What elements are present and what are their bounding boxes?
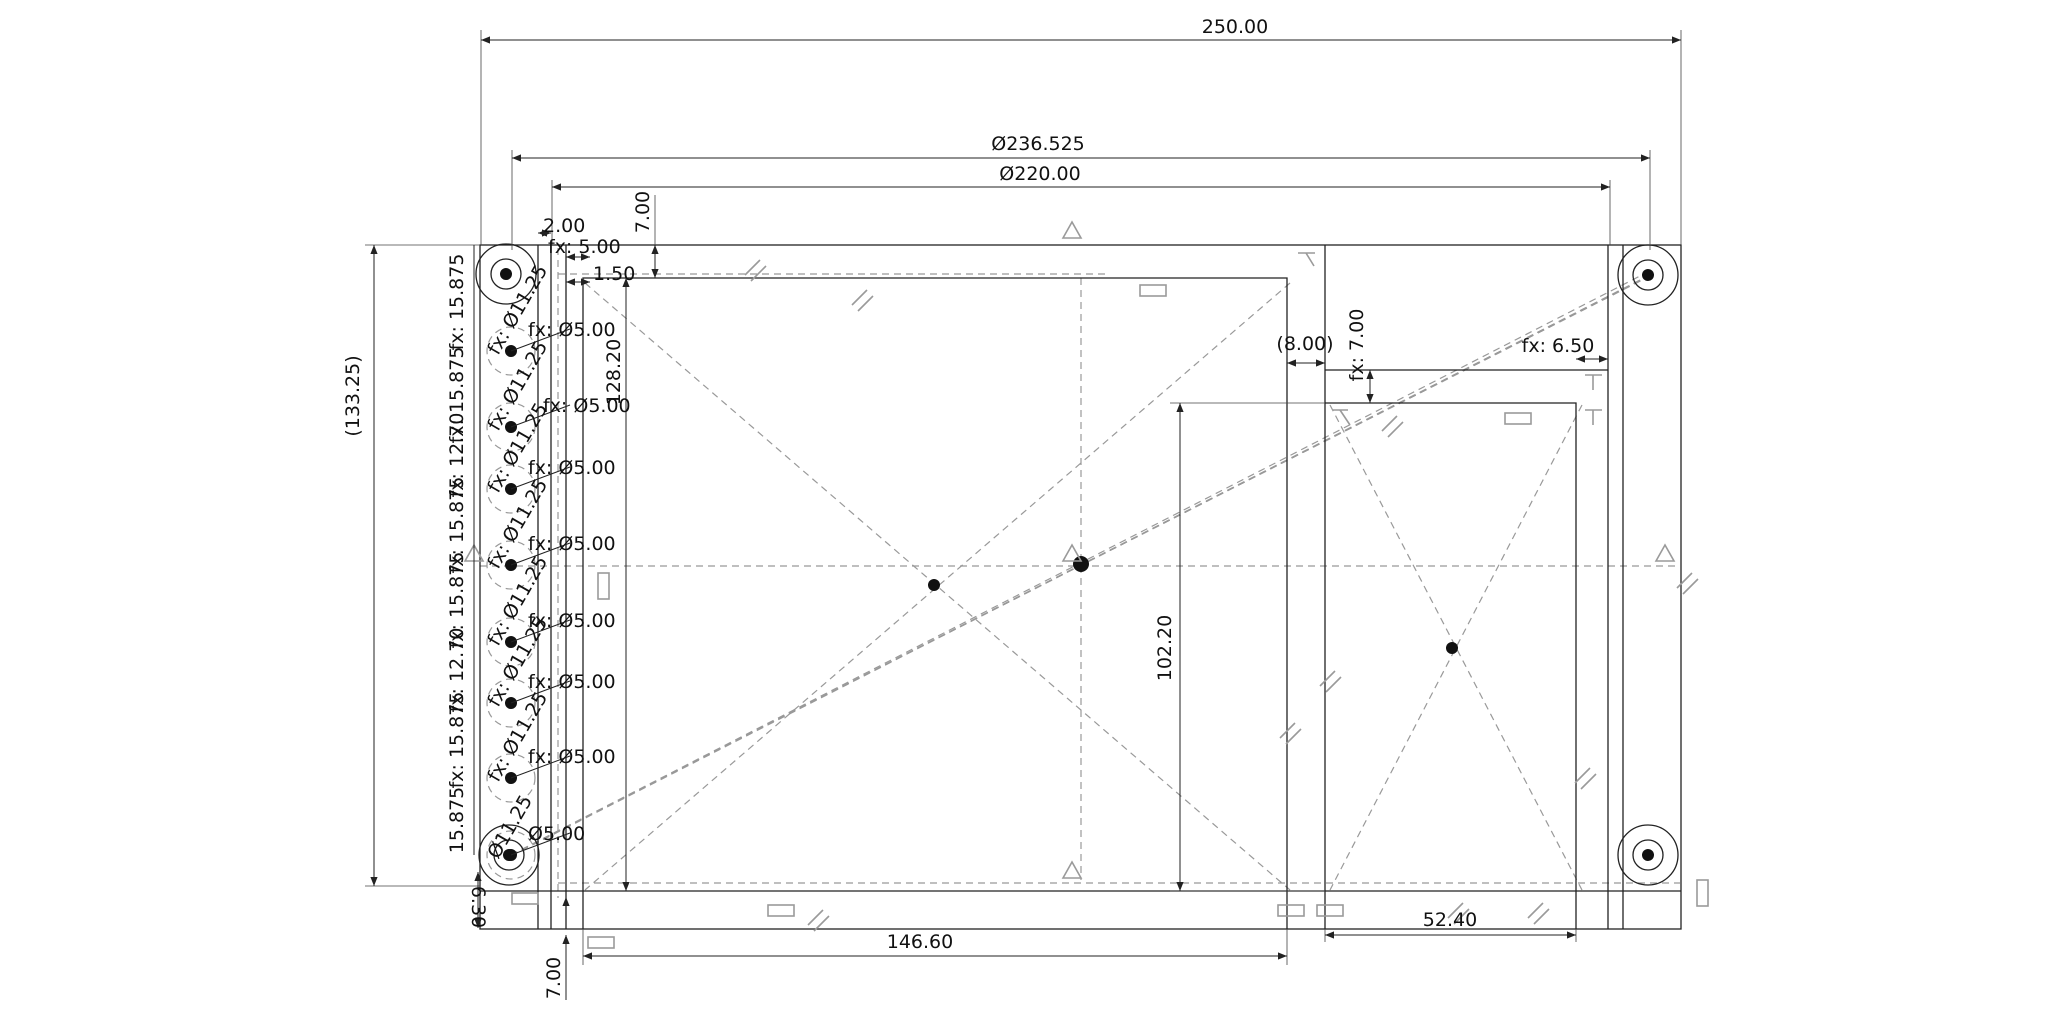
dim-overall-width-label[interactable]: 250.00: [1202, 16, 1268, 38]
pin-diameter-label[interactable]: fx: Ø5.00: [528, 457, 616, 479]
parallel-icon[interactable]: [1381, 415, 1404, 438]
top-left-mount-outer[interactable]: [475, 243, 537, 305]
switch-hole-outline[interactable]: [486, 753, 536, 803]
horizontal-icon[interactable]: [1316, 904, 1344, 917]
left-panel-center-point[interactable]: [928, 579, 940, 591]
top-left-mount-inner[interactable]: [490, 258, 522, 290]
constraint-symbols: [463, 220, 1709, 949]
horizontal-icon[interactable]: [1277, 904, 1305, 917]
pitch-dim-label[interactable]: 15.875: [446, 787, 468, 853]
top-left-mount-center[interactable]: [500, 268, 512, 280]
parallel-icon[interactable]: [1279, 722, 1302, 745]
symmetry-triangle-icon[interactable]: [1061, 543, 1083, 562]
dim-right-panel-width-label[interactable]: 52.40: [1423, 909, 1477, 931]
pin-diameter-label[interactable]: Ø5.00: [528, 823, 585, 845]
bottom-right-mount-outer[interactable]: [1617, 824, 1679, 886]
dim-inner-diameter-label[interactable]: Ø220.00: [999, 163, 1080, 185]
dim-left-panel-width-label[interactable]: 146.60: [887, 931, 953, 953]
perpendicular-icon[interactable]: [1585, 409, 1602, 425]
right-panel-center-point[interactable]: [1446, 642, 1458, 654]
left-pocket-outline[interactable]: [582, 277, 1288, 929]
pitch-dim-label[interactable]: fx: 12.70: [446, 413, 468, 498]
pin-diameter-label[interactable]: fx: Ø5.00: [528, 671, 616, 693]
dim-overall-height-label[interactable]: (133.25): [342, 355, 364, 436]
top-right-mount-inner[interactable]: [1632, 259, 1664, 291]
symmetry-triangle-icon[interactable]: [1061, 220, 1083, 239]
pin-diameter-label[interactable]: fx: Ø5.00: [543, 395, 631, 417]
horizontal-icon[interactable]: [767, 904, 795, 917]
symmetry-triangle-icon[interactable]: [1654, 543, 1676, 562]
parallel-icon[interactable]: [1527, 902, 1550, 925]
switch-hole-outline[interactable]: [486, 830, 536, 880]
pin-diameter-label[interactable]: fx: Ø5.00: [528, 610, 616, 632]
switch-hole-column: [486, 326, 571, 880]
dim-left-fx-small-label[interactable]: fx: 5.00: [548, 236, 621, 258]
bottom-right-mount-center[interactable]: [1642, 849, 1654, 861]
parallel-icon[interactable]: [807, 909, 830, 932]
bottom-right-mount-inner[interactable]: [1632, 839, 1664, 871]
switch-hole-outline[interactable]: [486, 464, 536, 514]
perpendicular-icon[interactable]: [1298, 252, 1315, 267]
dimensions: 250.00 Ø236.525 Ø220.00 (133.25) 7.00 2.…: [342, 16, 1682, 1000]
pitch-dim-label[interactable]: fx: 15.875: [446, 254, 468, 351]
top-right-mount-outer[interactable]: [1617, 244, 1679, 306]
hole-diagonal-3[interactable]: [510, 275, 1641, 856]
construction-lines: [480, 248, 1680, 898]
vertical-icon[interactable]: [1696, 879, 1709, 907]
horizontal-icon[interactable]: [511, 892, 539, 905]
switch-hole-outline[interactable]: [486, 540, 536, 590]
right-pocket-outline[interactable]: [1325, 402, 1577, 929]
pin-diameter-label[interactable]: fx: Ø5.00: [528, 746, 616, 768]
pitch-dim-label[interactable]: fx: 15.875: [446, 552, 468, 649]
dim-left-inset-label[interactable]: 1.50: [593, 263, 635, 285]
switch-hole-outline[interactable]: [486, 617, 536, 667]
dim-bottom-offset-label[interactable]: 7.00: [543, 957, 565, 999]
pitch-dim-label[interactable]: fx: 15.875: [446, 477, 468, 574]
dim-bottom-small-label[interactable]: 6.30: [467, 886, 489, 928]
pitch-dim-label[interactable]: fx: 15.875: [446, 692, 468, 789]
horizontal-icon[interactable]: [1139, 284, 1167, 297]
outer-plate-outline[interactable]: [479, 244, 1682, 930]
vertical-icon[interactable]: [597, 572, 610, 600]
pitch-dim-label[interactable]: fx: 15.875: [446, 347, 468, 444]
parallel-icon[interactable]: [1319, 670, 1342, 693]
horizontal-icon[interactable]: [587, 936, 615, 949]
parallel-icon[interactable]: [1676, 572, 1699, 595]
bottom-left-mount-outer[interactable]: [478, 824, 540, 886]
top-right-mount-center[interactable]: [1642, 269, 1654, 281]
switch-hole-outline[interactable]: [486, 678, 536, 728]
origin-point[interactable]: [1073, 556, 1089, 572]
perpendicular-icon[interactable]: [1585, 374, 1602, 390]
parallel-icon[interactable]: [744, 259, 767, 282]
dim-outer-diameter-label[interactable]: Ø236.525: [991, 133, 1085, 155]
dim-right-height-label[interactable]: 102.20: [1154, 615, 1176, 681]
dim-right-top-offset-label[interactable]: fx: 7.00: [1346, 309, 1368, 382]
parallel-icon[interactable]: [1447, 902, 1470, 925]
switch-hole-outline[interactable]: [486, 326, 536, 376]
symmetry-triangle-icon[interactable]: [1061, 860, 1083, 879]
parallel-icon[interactable]: [1574, 767, 1597, 790]
dim-left-height-label[interactable]: 128.20: [603, 339, 625, 405]
switch-hole-outline[interactable]: [486, 402, 536, 452]
dim-left-gap-label[interactable]: 2.00: [543, 215, 585, 237]
dim-top-offset-label[interactable]: 7.00: [632, 191, 654, 233]
dim-right-inset-label[interactable]: fx: 6.50: [1522, 335, 1595, 357]
parallel-icon[interactable]: [851, 289, 874, 312]
dim-mid-gap-label[interactable]: (8.00): [1276, 333, 1333, 355]
perpendicular-icon[interactable]: [1333, 409, 1351, 426]
bottom-left-mount-inner[interactable]: [493, 839, 525, 871]
pin-diameter-label[interactable]: fx: Ø5.00: [528, 533, 616, 555]
pitch-dim-label[interactable]: fx: 12.70: [446, 628, 468, 713]
horizontal-icon[interactable]: [1504, 412, 1532, 425]
mounting-holes: [475, 243, 1679, 886]
pin-diameter-label[interactable]: fx: Ø5.00: [528, 319, 616, 341]
